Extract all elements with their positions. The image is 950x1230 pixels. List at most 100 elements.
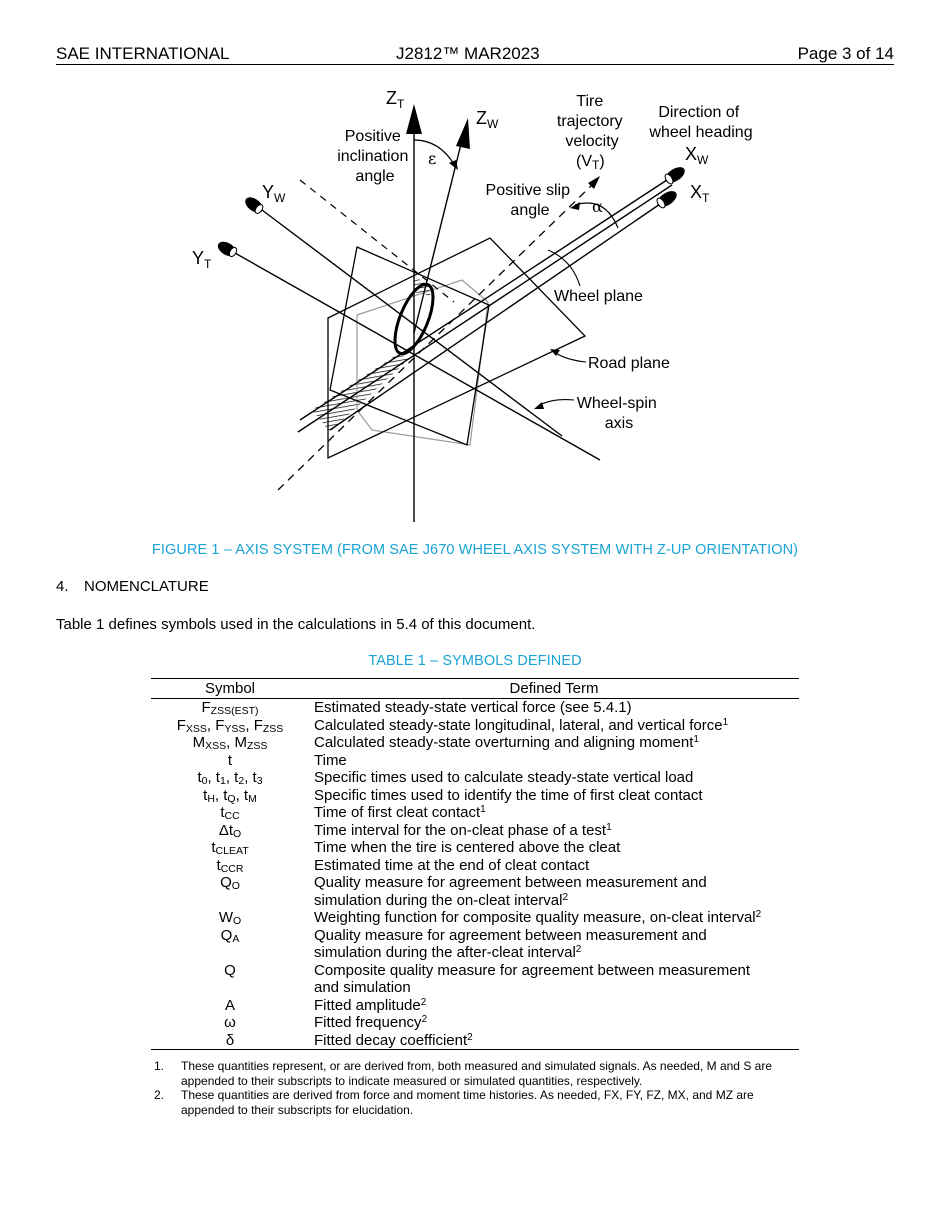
wheel-ellipse bbox=[393, 282, 435, 356]
term-cell: Time bbox=[314, 751, 347, 769]
inclination-label: Positive inclination angle bbox=[337, 128, 413, 185]
table-row: MXSS, MZSS Calculated steady-state overt… bbox=[151, 734, 799, 752]
symbol-cell: t0, t1, t2, t3 bbox=[197, 769, 263, 787]
trajectory-symbol: (VT) bbox=[576, 153, 605, 172]
term-cell: Fitted decay coefficient2 bbox=[309, 1031, 799, 1050]
term-cell: Composite quality measure for agreement … bbox=[314, 961, 751, 997]
intro-paragraph: Table 1 defines symbols used in the calc… bbox=[56, 616, 536, 633]
symbol-cell: tH, tQ, tM bbox=[203, 786, 257, 805]
slip-angle-label: Positive slip angle bbox=[486, 182, 575, 219]
term-cell: Estimated steady-state vertical force (s… bbox=[314, 699, 632, 716]
contact-patch-hatch bbox=[312, 354, 410, 432]
symbol-cell: QA bbox=[220, 926, 240, 945]
heading-label: Direction of wheel heading bbox=[648, 104, 752, 141]
yw-axis bbox=[261, 209, 563, 437]
xt-label: XT bbox=[690, 182, 710, 205]
inclination-arc-arrow bbox=[449, 160, 458, 170]
trajectory-arrowhead bbox=[588, 176, 600, 189]
section-number: 4. bbox=[56, 578, 69, 595]
term-cell: Calculated steady-state longitudinal, la… bbox=[314, 716, 729, 734]
table-row: FXSS, FYSS, FZSS Calculated steady-state… bbox=[151, 717, 799, 735]
table-row: QA Quality measure for agreement between… bbox=[151, 927, 799, 962]
term-cell: Time when the tire is centered above the… bbox=[314, 839, 621, 856]
yt-label: YT bbox=[192, 248, 212, 271]
xw-arrowhead-face bbox=[664, 173, 674, 185]
symbol-cell: FXSS, FYSS, FZSS bbox=[176, 716, 284, 735]
spin-projection-dash bbox=[299, 179, 455, 303]
xw-axis-rail bbox=[297, 184, 673, 433]
symbol-cell: ω bbox=[224, 1014, 236, 1031]
header-page-number: Page 3 of 14 bbox=[797, 44, 894, 63]
symbol-cell: FZSS(EST) bbox=[201, 699, 259, 717]
table-header-row: Symbol Defined Term bbox=[151, 678, 799, 699]
term-cell: Fitted frequency2 bbox=[314, 1014, 428, 1031]
term-cell: Weighting function for composite quality… bbox=[314, 909, 762, 926]
column-header-term: Defined Term bbox=[309, 678, 799, 699]
header-organization: SAE INTERNATIONAL bbox=[56, 44, 230, 63]
symbol-cell: QO bbox=[220, 874, 240, 892]
axis-system-figure: ZT ZW YW YT XW XT Positive inclination a… bbox=[192, 88, 753, 522]
trajectory-velocity-line bbox=[277, 184, 593, 491]
symbol-cell: Q bbox=[224, 961, 236, 979]
xw-axis bbox=[299, 177, 671, 421]
table-row: t Time bbox=[151, 752, 799, 770]
term-cell: Specific times used to calculate steady-… bbox=[314, 769, 694, 786]
wheel-plane-label: Wheel plane bbox=[554, 288, 643, 305]
table-row: QO Quality measure for agreement between… bbox=[151, 874, 799, 909]
table-row: δ Fitted decay coefficient2 bbox=[151, 1031, 799, 1050]
xw-label: XW bbox=[685, 144, 709, 167]
table-notes: 1. These quantities represent, or are de… bbox=[154, 1059, 799, 1117]
zw-label: ZW bbox=[476, 108, 499, 131]
slip-arc bbox=[574, 202, 619, 229]
slip-arc-arrow bbox=[570, 202, 580, 210]
yw-arrowhead-face bbox=[254, 204, 264, 214]
table-row: tH, tQ, tM Specific times used to identi… bbox=[151, 787, 799, 805]
road-plane bbox=[327, 237, 587, 460]
term-cell: Estimated time at the end of cleat conta… bbox=[314, 856, 590, 874]
table-note: 1. These quantities represent, or are de… bbox=[154, 1059, 799, 1088]
table-row: WO Weighting function for composite qual… bbox=[151, 909, 799, 927]
table-row: ΔtO Time interval for the on-cleat phase… bbox=[151, 822, 799, 840]
term-cell: Specific times used to identify the time… bbox=[314, 786, 703, 804]
symbol-cell: MXSS, MZSS bbox=[192, 734, 268, 752]
term-cell: Time of first cleat contact1 bbox=[314, 804, 486, 821]
note-number: 2. bbox=[154, 1088, 165, 1102]
term-cell: Fitted amplitude2 bbox=[314, 996, 427, 1014]
xt-axis bbox=[329, 203, 661, 431]
term-cell: Time interval for the on-cleat phase of … bbox=[314, 821, 612, 839]
term-cell: Calculated steady-state overturning and … bbox=[314, 734, 699, 751]
alpha-symbol: α bbox=[592, 197, 603, 216]
symbol-cell: A bbox=[224, 996, 235, 1014]
section-title: NOMENCLATURE bbox=[84, 578, 209, 595]
road-plane-leader-arrow bbox=[550, 349, 560, 356]
yt-axis bbox=[234, 252, 601, 461]
symbol-cell: tCCR bbox=[216, 856, 244, 875]
yt-arrowhead-face bbox=[228, 246, 238, 258]
figure-caption: FIGURE 1 – AXIS SYSTEM (FROM SAE J670 WH… bbox=[151, 542, 799, 558]
symbol-cell: ΔtO bbox=[218, 821, 242, 840]
wheel-plane-leader bbox=[547, 249, 581, 287]
zt-label: ZT bbox=[386, 88, 405, 111]
spin-axis-leader bbox=[537, 399, 575, 407]
table-row: tCLEAT Time when the tire is centered ab… bbox=[151, 839, 799, 857]
epsilon-symbol: ε bbox=[428, 149, 436, 168]
table-row: ω Fitted frequency2 bbox=[151, 1014, 799, 1032]
table-row: FZSS(EST) Estimated steady-state vertica… bbox=[151, 699, 799, 717]
note-text: These quantities represent, or are deriv… bbox=[181, 1059, 772, 1088]
table-row: tCC Time of first cleat contact1 bbox=[151, 804, 799, 822]
table-row: t0, t1, t2, t3 Specific times used to ca… bbox=[151, 769, 799, 787]
symbol-cell: t bbox=[227, 751, 233, 769]
symbol-cell: WO bbox=[218, 909, 242, 927]
zw-arrowhead bbox=[456, 118, 470, 149]
table-row: Q Composite quality measure for agreemen… bbox=[151, 962, 799, 997]
table-row: A Fitted amplitude2 bbox=[151, 997, 799, 1015]
symbol-cell: tCC bbox=[220, 804, 240, 822]
xt-arrowhead-face bbox=[656, 197, 666, 209]
term-cell: Quality measure for agreement between me… bbox=[314, 874, 707, 909]
header-document-id: J2812™ MAR2023 bbox=[396, 44, 540, 63]
trajectory-label: Tire trajectory velocity bbox=[557, 93, 627, 150]
wheel-spin-label: Wheel-spin axis bbox=[577, 395, 661, 432]
table-row: tCCR Estimated time at the end of cleat … bbox=[151, 857, 799, 875]
table-caption: TABLE 1 – SYMBOLS DEFINED bbox=[368, 653, 582, 669]
symbol-cell: δ bbox=[151, 1031, 309, 1050]
